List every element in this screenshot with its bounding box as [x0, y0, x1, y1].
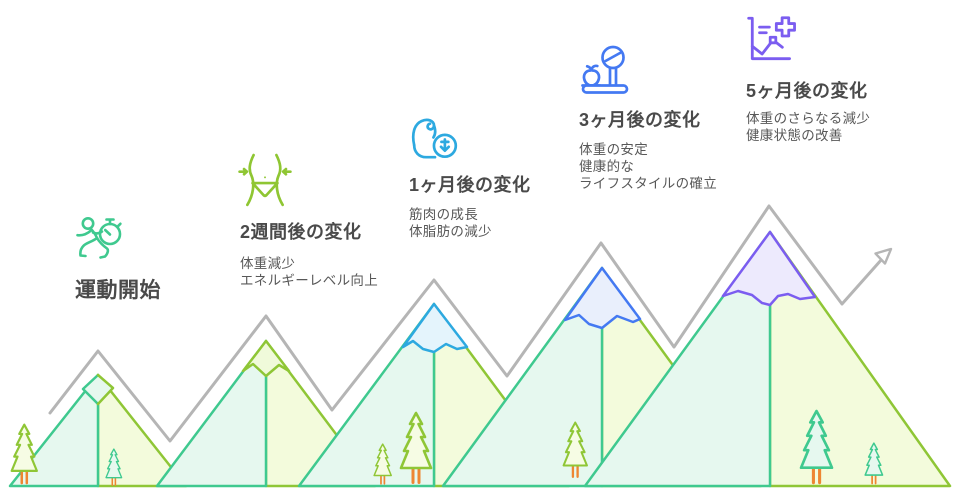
bicep-muscle-icon: [411, 118, 458, 159]
milestone-details: 体重の安定 健康的な ライフスタイルの確立: [579, 141, 717, 192]
slim-waist-icon: [238, 153, 292, 207]
detail-line: 体脂肪の減少: [409, 224, 492, 239]
milestone-title: 運動開始: [75, 279, 161, 302]
mountain-2-snow-cap: [241, 339, 291, 378]
mountain-3-snow-cap: [401, 302, 469, 354]
mountain-4-snow-cap: [563, 266, 642, 330]
detail-line: 体重のさらなる減少: [746, 111, 871, 126]
weight-scale-apple-icon: [581, 45, 629, 94]
health-chart-icon: [747, 16, 796, 61]
detail-line: 健康的な: [579, 159, 635, 174]
detail-line: 健康状態の改善: [746, 128, 843, 143]
mountain-2-left-slope: [155, 339, 268, 488]
milestone-details: 体重のさらなる減少 健康状態の改善: [746, 110, 870, 144]
runner-stopwatch-icon: [76, 217, 122, 259]
milestone-details: 筋肉の成長 体脂肪の減少: [409, 206, 492, 240]
arrow-head-icon: [874, 247, 893, 265]
mountain-4-left-slope: [441, 266, 604, 488]
mountain-5-snow-cap: [721, 230, 817, 307]
detail-line: 筋肉の成長: [409, 207, 478, 222]
detail-line: 体重の安定: [579, 142, 648, 157]
mountain-3-left-slope: [297, 302, 436, 488]
milestone-details: 体重減少 エネルギーレベル向上: [240, 255, 378, 289]
milestone-title: 5ヶ月後の変化: [746, 81, 868, 101]
milestone-title: 3ヶ月後の変化: [579, 110, 701, 130]
milestone-title: 1ヶ月後の変化: [409, 175, 531, 195]
progress-path: [48, 204, 893, 443]
detail-line: ライフスタイルの確立: [579, 176, 717, 191]
detail-line: エネルギーレベル向上: [240, 273, 378, 288]
mountain-1-snow-cap: [81, 373, 115, 406]
milestone-title: 2週間後の変化: [240, 222, 362, 242]
detail-line: 体重減少: [240, 256, 296, 271]
